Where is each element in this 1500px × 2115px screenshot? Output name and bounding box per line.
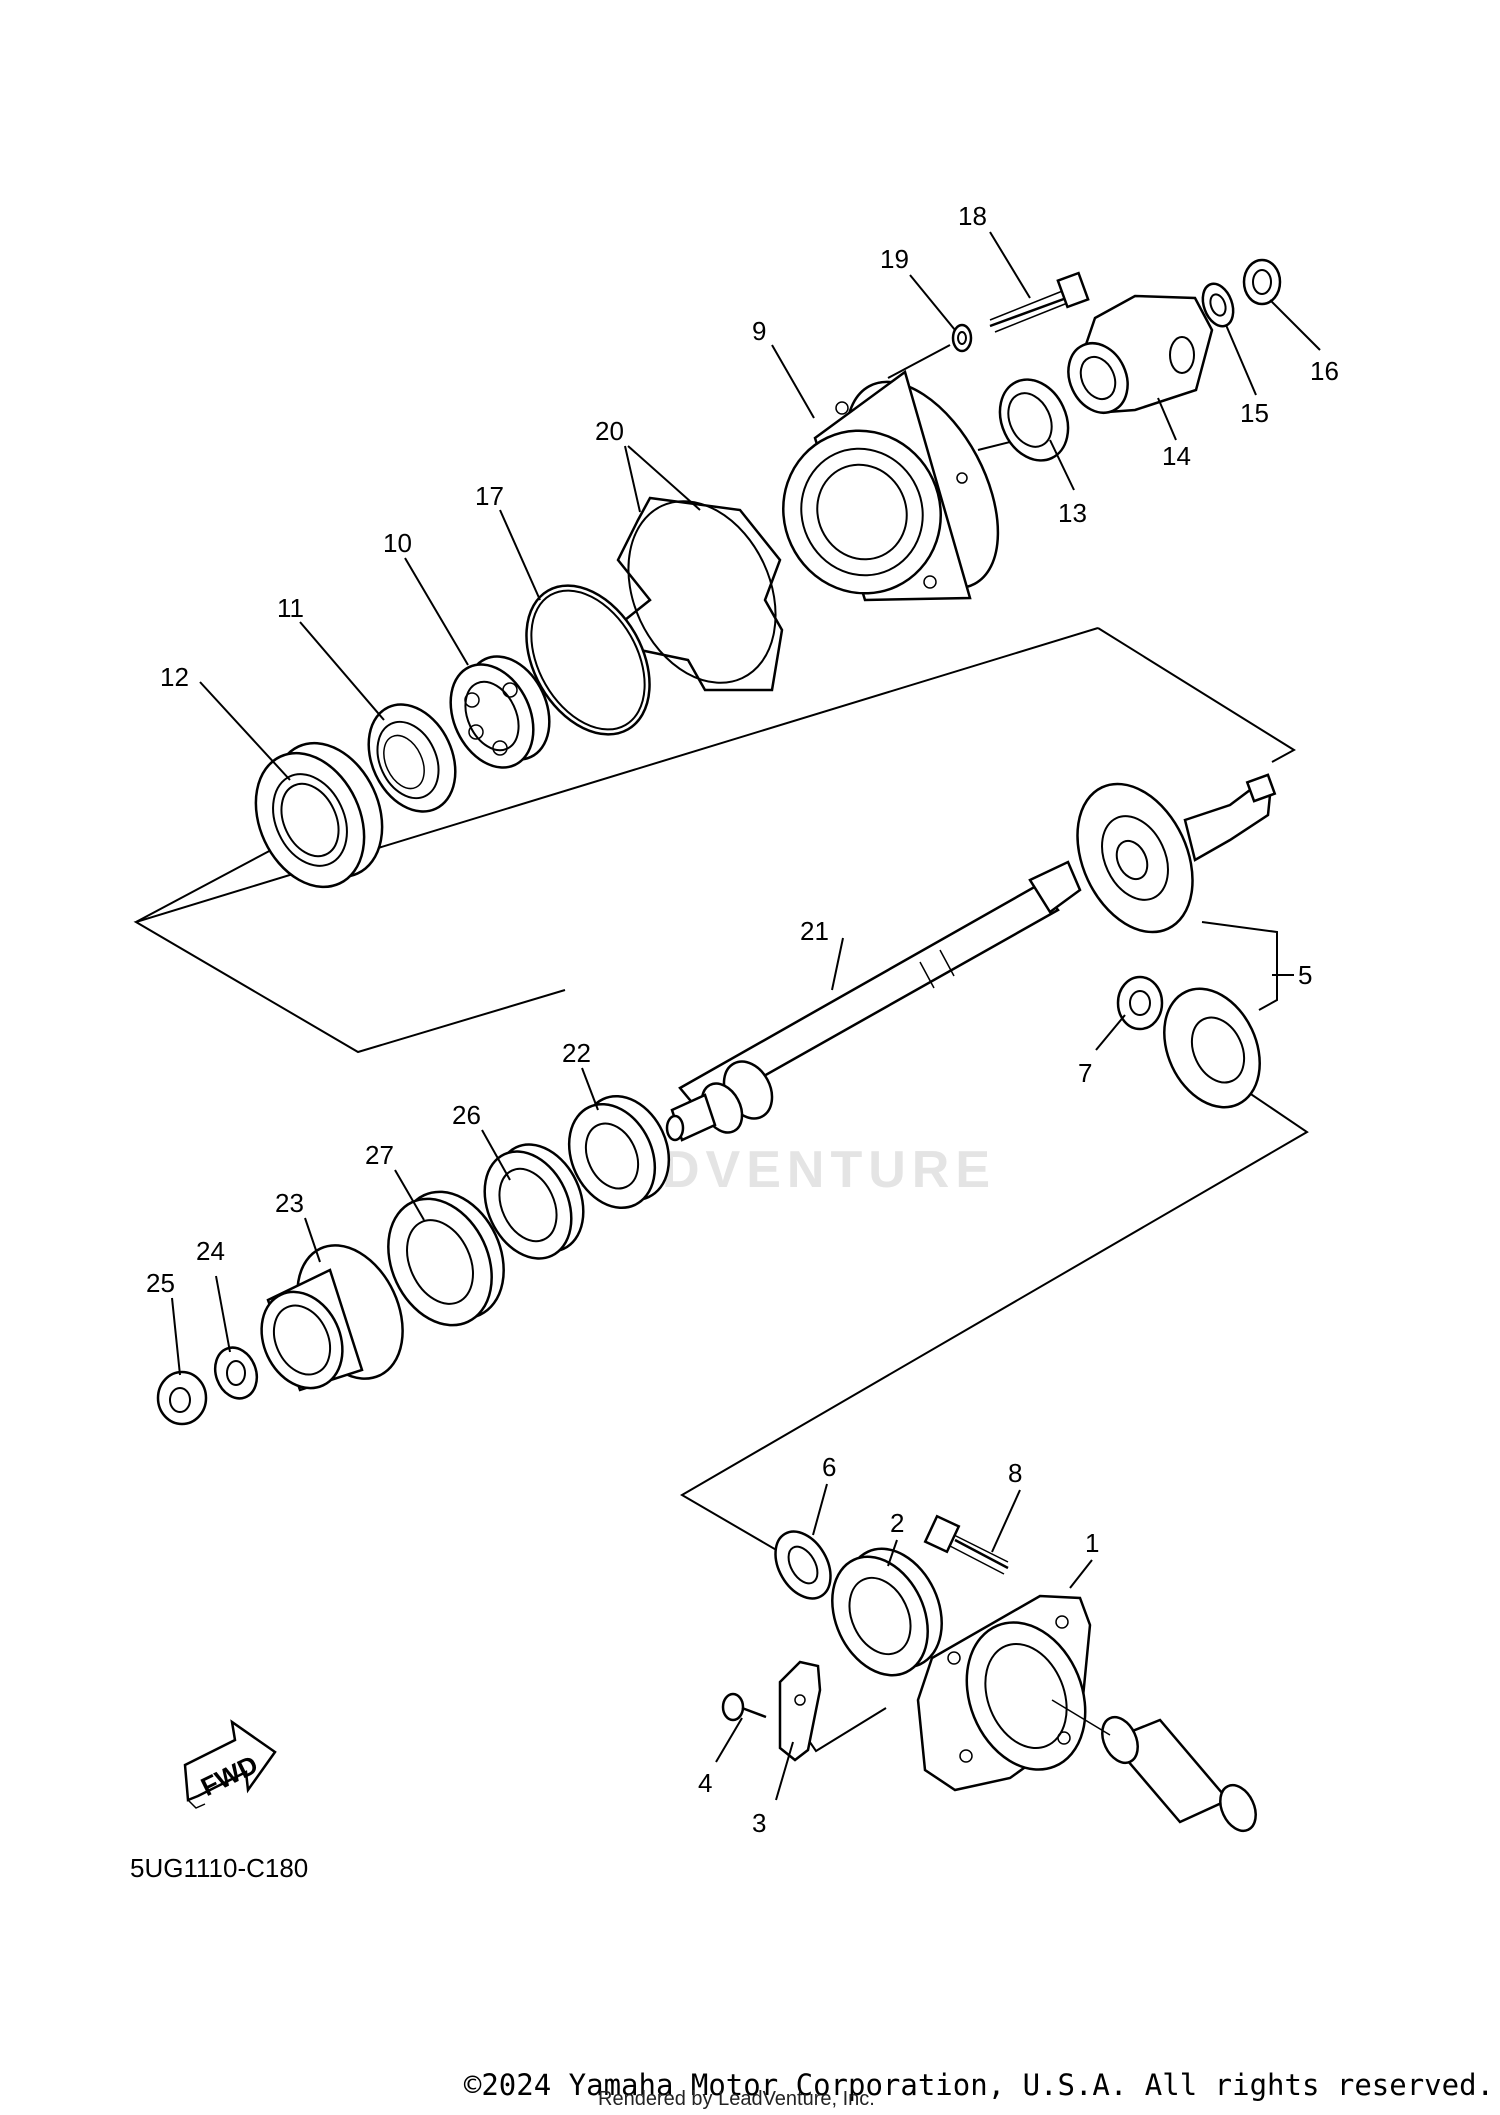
part-7-nut[interactable] [1116,975,1164,1031]
part-25-nut[interactable] [156,1370,208,1426]
callout-20: 20 [595,416,624,446]
part-27-oil-seal[interactable] [369,1175,524,1342]
part-8-bolt[interactable] [923,1514,1009,1575]
callout-19: 19 [880,244,909,274]
part-26-collar[interactable] [468,1130,600,1272]
callout-23: 23 [275,1188,304,1218]
callout-25: 25 [146,1268,175,1298]
callout-21: 21 [800,916,829,946]
part-24-washer[interactable] [208,1342,263,1405]
callout-14: 14 [1162,441,1191,471]
part-2-bearing[interactable] [814,1533,960,1691]
part-19-washer[interactable] [951,323,973,353]
callout-17: 17 [475,481,504,511]
part-11-collar[interactable] [352,690,472,825]
part-1-bearing-housing[interactable] [916,1594,1106,1792]
rendered-by-credit: Rendered by LeadVenture, Inc. [598,2088,875,2110]
leader-lines [171,231,1321,1801]
callout-15: 15 [1240,398,1269,428]
part-22-bearing[interactable] [553,1082,685,1222]
part-3-stopper-plate[interactable] [778,1660,822,1762]
fwd-arrow-icon: FWD [183,1719,277,1809]
callout-3: 3 [752,1808,766,1838]
part-18-bolt[interactable] [989,271,1090,333]
part-4-screw[interactable] [721,1692,767,1722]
callout-27: 27 [365,1140,394,1170]
part-14-universal-yoke[interactable] [1057,294,1214,422]
callout-10: 10 [383,528,412,558]
callout-16: 16 [1310,356,1339,386]
copyright-notice: ©2024 Yamaha Motor Corporation, U.S.A. A… [463,2068,1494,2102]
part-12-bearing[interactable] [235,725,403,904]
part-23-coupling-gear[interactable] [246,1228,423,1401]
figure-code: 5UG1110-C180 [130,1853,309,1883]
callout-24: 24 [196,1236,225,1266]
part-6-shim[interactable] [764,1522,842,1608]
part-9-housing[interactable] [757,357,1030,619]
callout-2: 2 [890,1508,904,1538]
part-20-shim-plate[interactable] [600,477,804,707]
callout-7: 7 [1078,1058,1092,1088]
callout-numbers: 1 2 3 4 5 6 7 8 9 10 11 12 13 14 15 16 1… [146,201,1339,1838]
callout-12: 12 [160,662,189,692]
callout-5: 5 [1298,960,1312,990]
callout-26: 26 [452,1100,481,1130]
part-10-bearing[interactable] [435,643,566,781]
part-5-pinion-gear[interactable] [1146,973,1278,1123]
part-5-ring-gear[interactable] [1055,765,1277,950]
part-13-oil-seal[interactable] [987,368,1081,471]
callout-4: 4 [698,1768,712,1798]
output-shaft [1051,1699,1257,1833]
callout-11: 11 [277,593,304,623]
part-16-nut[interactable] [1242,258,1282,306]
callout-1: 1 [1085,1528,1099,1558]
callout-6: 6 [822,1452,836,1482]
callout-8: 8 [1008,1458,1022,1488]
part-21-drive-shaft[interactable] [665,860,1082,1142]
callout-9: 9 [752,316,766,346]
callout-22: 22 [562,1038,591,1068]
callout-18: 18 [958,201,987,231]
callout-13: 13 [1058,498,1087,528]
